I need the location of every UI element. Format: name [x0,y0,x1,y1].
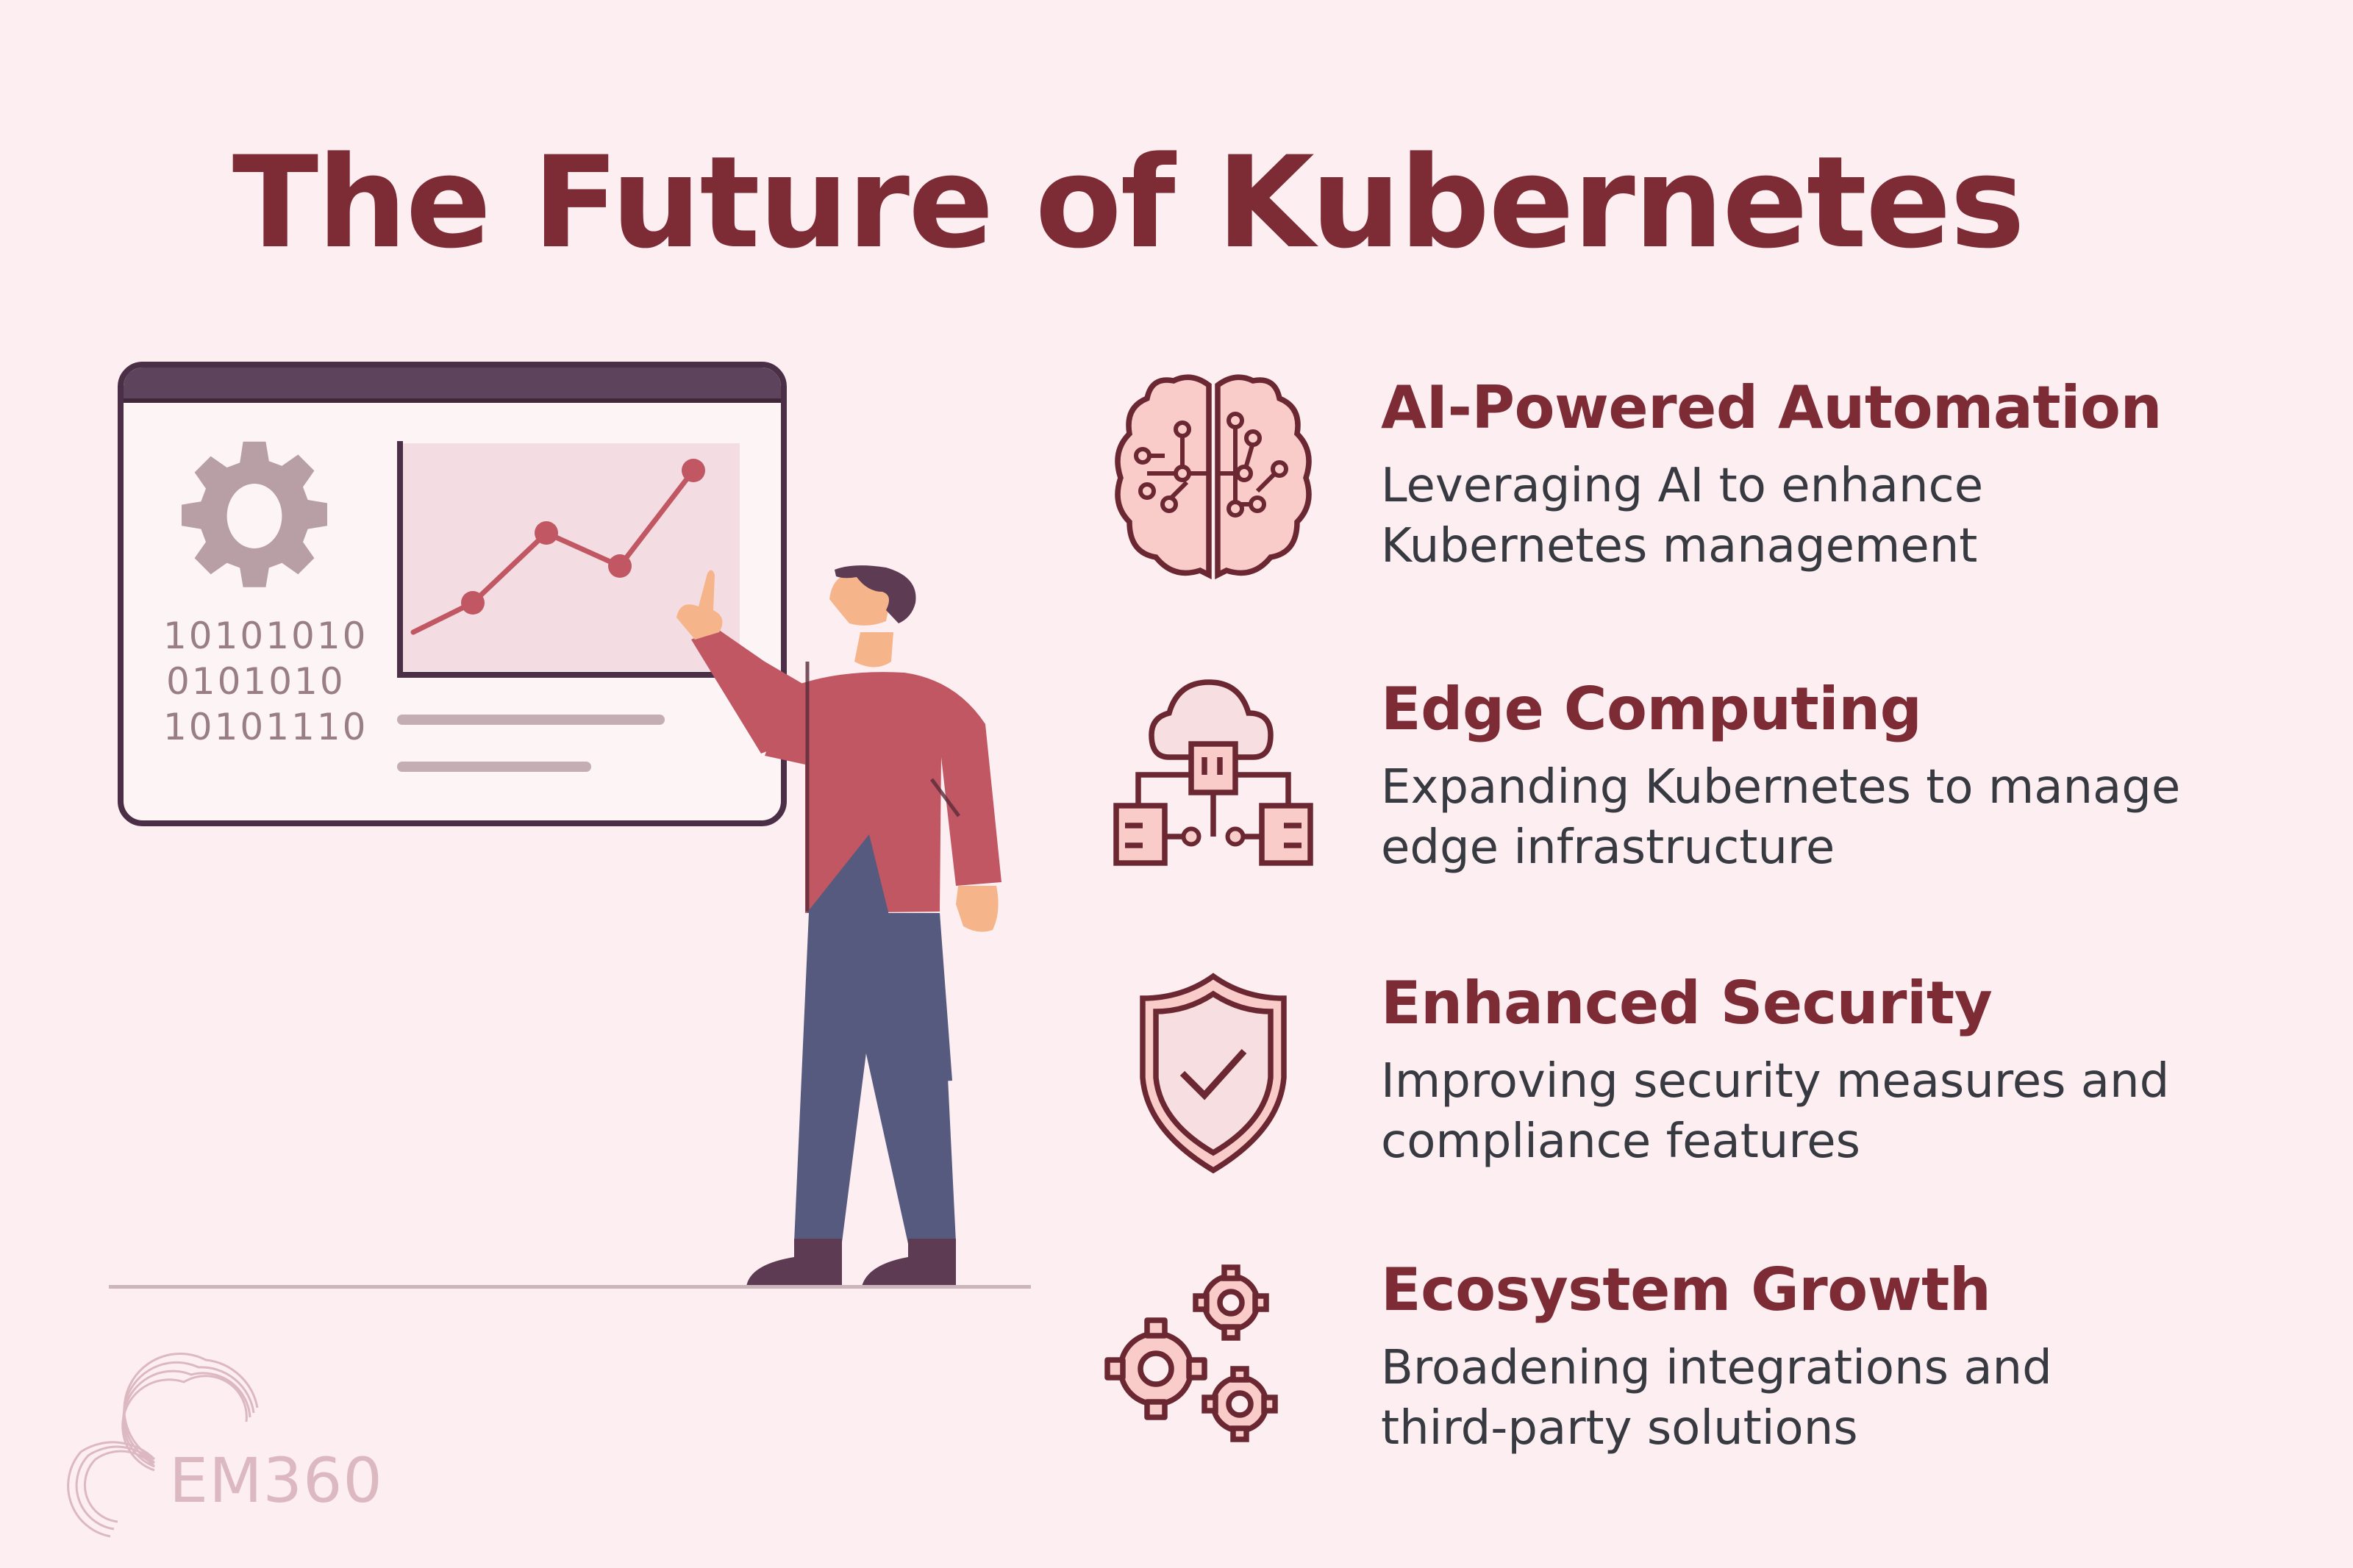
gears-icon [1104,1264,1278,1442]
em360-logo-icon [67,1352,259,1538]
cloud-network-icon [1113,679,1313,866]
line-chart-icon [397,441,740,678]
feature-edge-computing: Edge Computing Expanding Kubernetes to m… [1088,654,2265,919]
floor-line [109,1285,1031,1289]
feature-description: Leveraging AI to enhance Kubernetes mana… [1381,459,1984,573]
brain-circuit-icon [1115,374,1312,580]
text-placeholder-line [397,762,591,772]
feature-description: Broadening integrations and third-party … [1381,1341,2052,1456]
page-title: The Future of Kubernetes [232,129,2025,276]
presentation-board: 10101010 0101010 10101110 [118,362,787,826]
board-title-bar [124,368,781,403]
gear-icon [182,441,327,587]
feature-description: Improving security measures and complian… [1381,1054,2170,1169]
text-placeholder-line [397,715,665,725]
binary-code: 10101010 0101010 10101110 [163,615,368,748]
feature-title: Ecosystem Growth [1381,1256,1991,1324]
shield-check-icon [1140,973,1287,1174]
feature-description: Expanding Kubernetes to manage edge infr… [1381,760,2181,875]
presenter-person [676,565,1001,1286]
feature-title: AI-Powered Automation [1381,373,2162,442]
feature-title: Enhanced Security [1381,969,1993,1037]
feature-security: Enhanced Security Improving security mea… [1088,948,2265,1213]
feature-ai-automation: AI-Powered Automation Leveraging AI to e… [1088,353,2265,617]
feature-title: Edge Computing [1381,675,1922,743]
feature-ecosystem: Ecosystem Growth Broadening integrations… [1088,1235,2265,1500]
logo-text: EM360 [169,1445,383,1517]
